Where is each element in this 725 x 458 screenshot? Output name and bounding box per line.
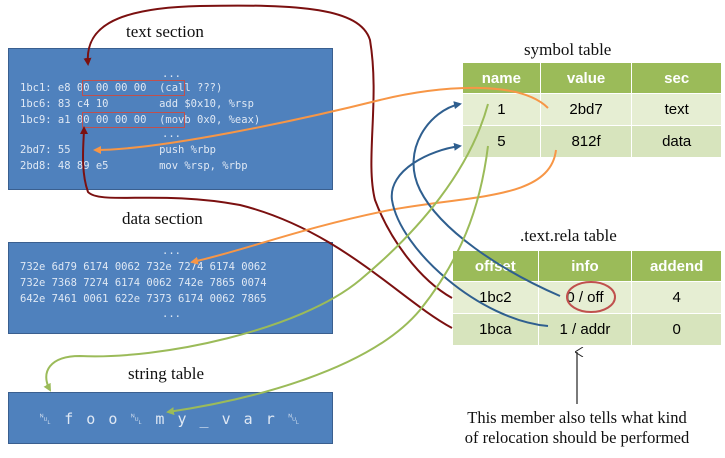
symbol-cell: data xyxy=(631,125,722,158)
symbol-table-title: symbol table xyxy=(524,40,612,59)
data-section-ellipsis-top: ... xyxy=(162,245,181,257)
rela-cell: 1bca xyxy=(452,313,539,346)
relocation-type-note: This member also tells what kind of relo… xyxy=(432,408,722,448)
rela-cell: 0 / off xyxy=(537,281,633,314)
symbol-header-name: name xyxy=(462,62,541,94)
data-section-line-1: 732e 6d79 6174 0062 732e 7274 6174 0062 xyxy=(20,261,267,273)
note-line-2: of relocation should be performed xyxy=(464,428,690,447)
data-section-title: data section xyxy=(122,209,203,228)
string-table-box: ␀ f o o ␀ m y _ v a r ␀ xyxy=(8,392,333,444)
symbol-cell: 1 xyxy=(462,93,541,126)
symbol-header-value: value xyxy=(539,62,633,94)
symbol-cell: 2bd7 xyxy=(539,93,633,126)
text-section-title: text section xyxy=(126,22,204,41)
symbol-header-sec: sec xyxy=(631,62,722,94)
rela-header-addend: addend xyxy=(631,250,722,282)
text-section-box: ... 1bc1: e8 00 00 00 00 (call ???) 1bc6… xyxy=(8,48,333,190)
rela-table-title: .text.rela table xyxy=(520,226,617,245)
symbol-cell: 5 xyxy=(462,125,541,158)
text-section-ellipsis-mid: ... xyxy=(162,128,181,140)
rela-cell: 4 xyxy=(631,281,722,314)
string-table-title: string table xyxy=(128,364,205,383)
data-section-ellipsis-bottom: ... xyxy=(162,308,181,320)
rela-cell: 1bc2 xyxy=(452,281,539,314)
rela-table: offset info addend 1bc2 0 / off 4 1bca 1… xyxy=(452,250,722,346)
rela-cell: 0 xyxy=(631,313,722,346)
text-section-line-1bc6: 1bc6: 83 c4 10 add $0x10, %rsp xyxy=(20,98,254,110)
text-section-line-2bd8: 2bd8: 48 89 e5 mov %rsp, %rbp xyxy=(20,160,248,172)
data-section-box: ... 732e 6d79 6174 0062 732e 7274 6174 0… xyxy=(8,242,333,334)
rela-header-info: info xyxy=(537,250,633,282)
rela-header-offset: offset xyxy=(452,250,539,282)
data-section-line-2: 732e 7368 7274 6174 0062 742e 7865 0074 xyxy=(20,277,267,289)
data-section-line-3: 642e 7461 0061 622e 7373 6174 0062 7865 xyxy=(20,293,267,305)
mov-operand-highlight xyxy=(82,112,185,128)
symbol-cell: 812f xyxy=(539,125,633,158)
string-table-content: ␀ f o o ␀ m y _ v a r ␀ xyxy=(39,410,302,428)
note-line-1: This member also tells what kind xyxy=(467,408,687,427)
symbol-cell: text xyxy=(631,93,722,126)
rela-cell: 1 / addr xyxy=(537,313,633,346)
text-section-line-2bd7: 2bd7: 55 push %rbp xyxy=(20,144,216,156)
call-operand-highlight xyxy=(82,80,185,96)
symbol-table: name value sec 1 2bd7 text 5 812f data xyxy=(462,62,722,158)
